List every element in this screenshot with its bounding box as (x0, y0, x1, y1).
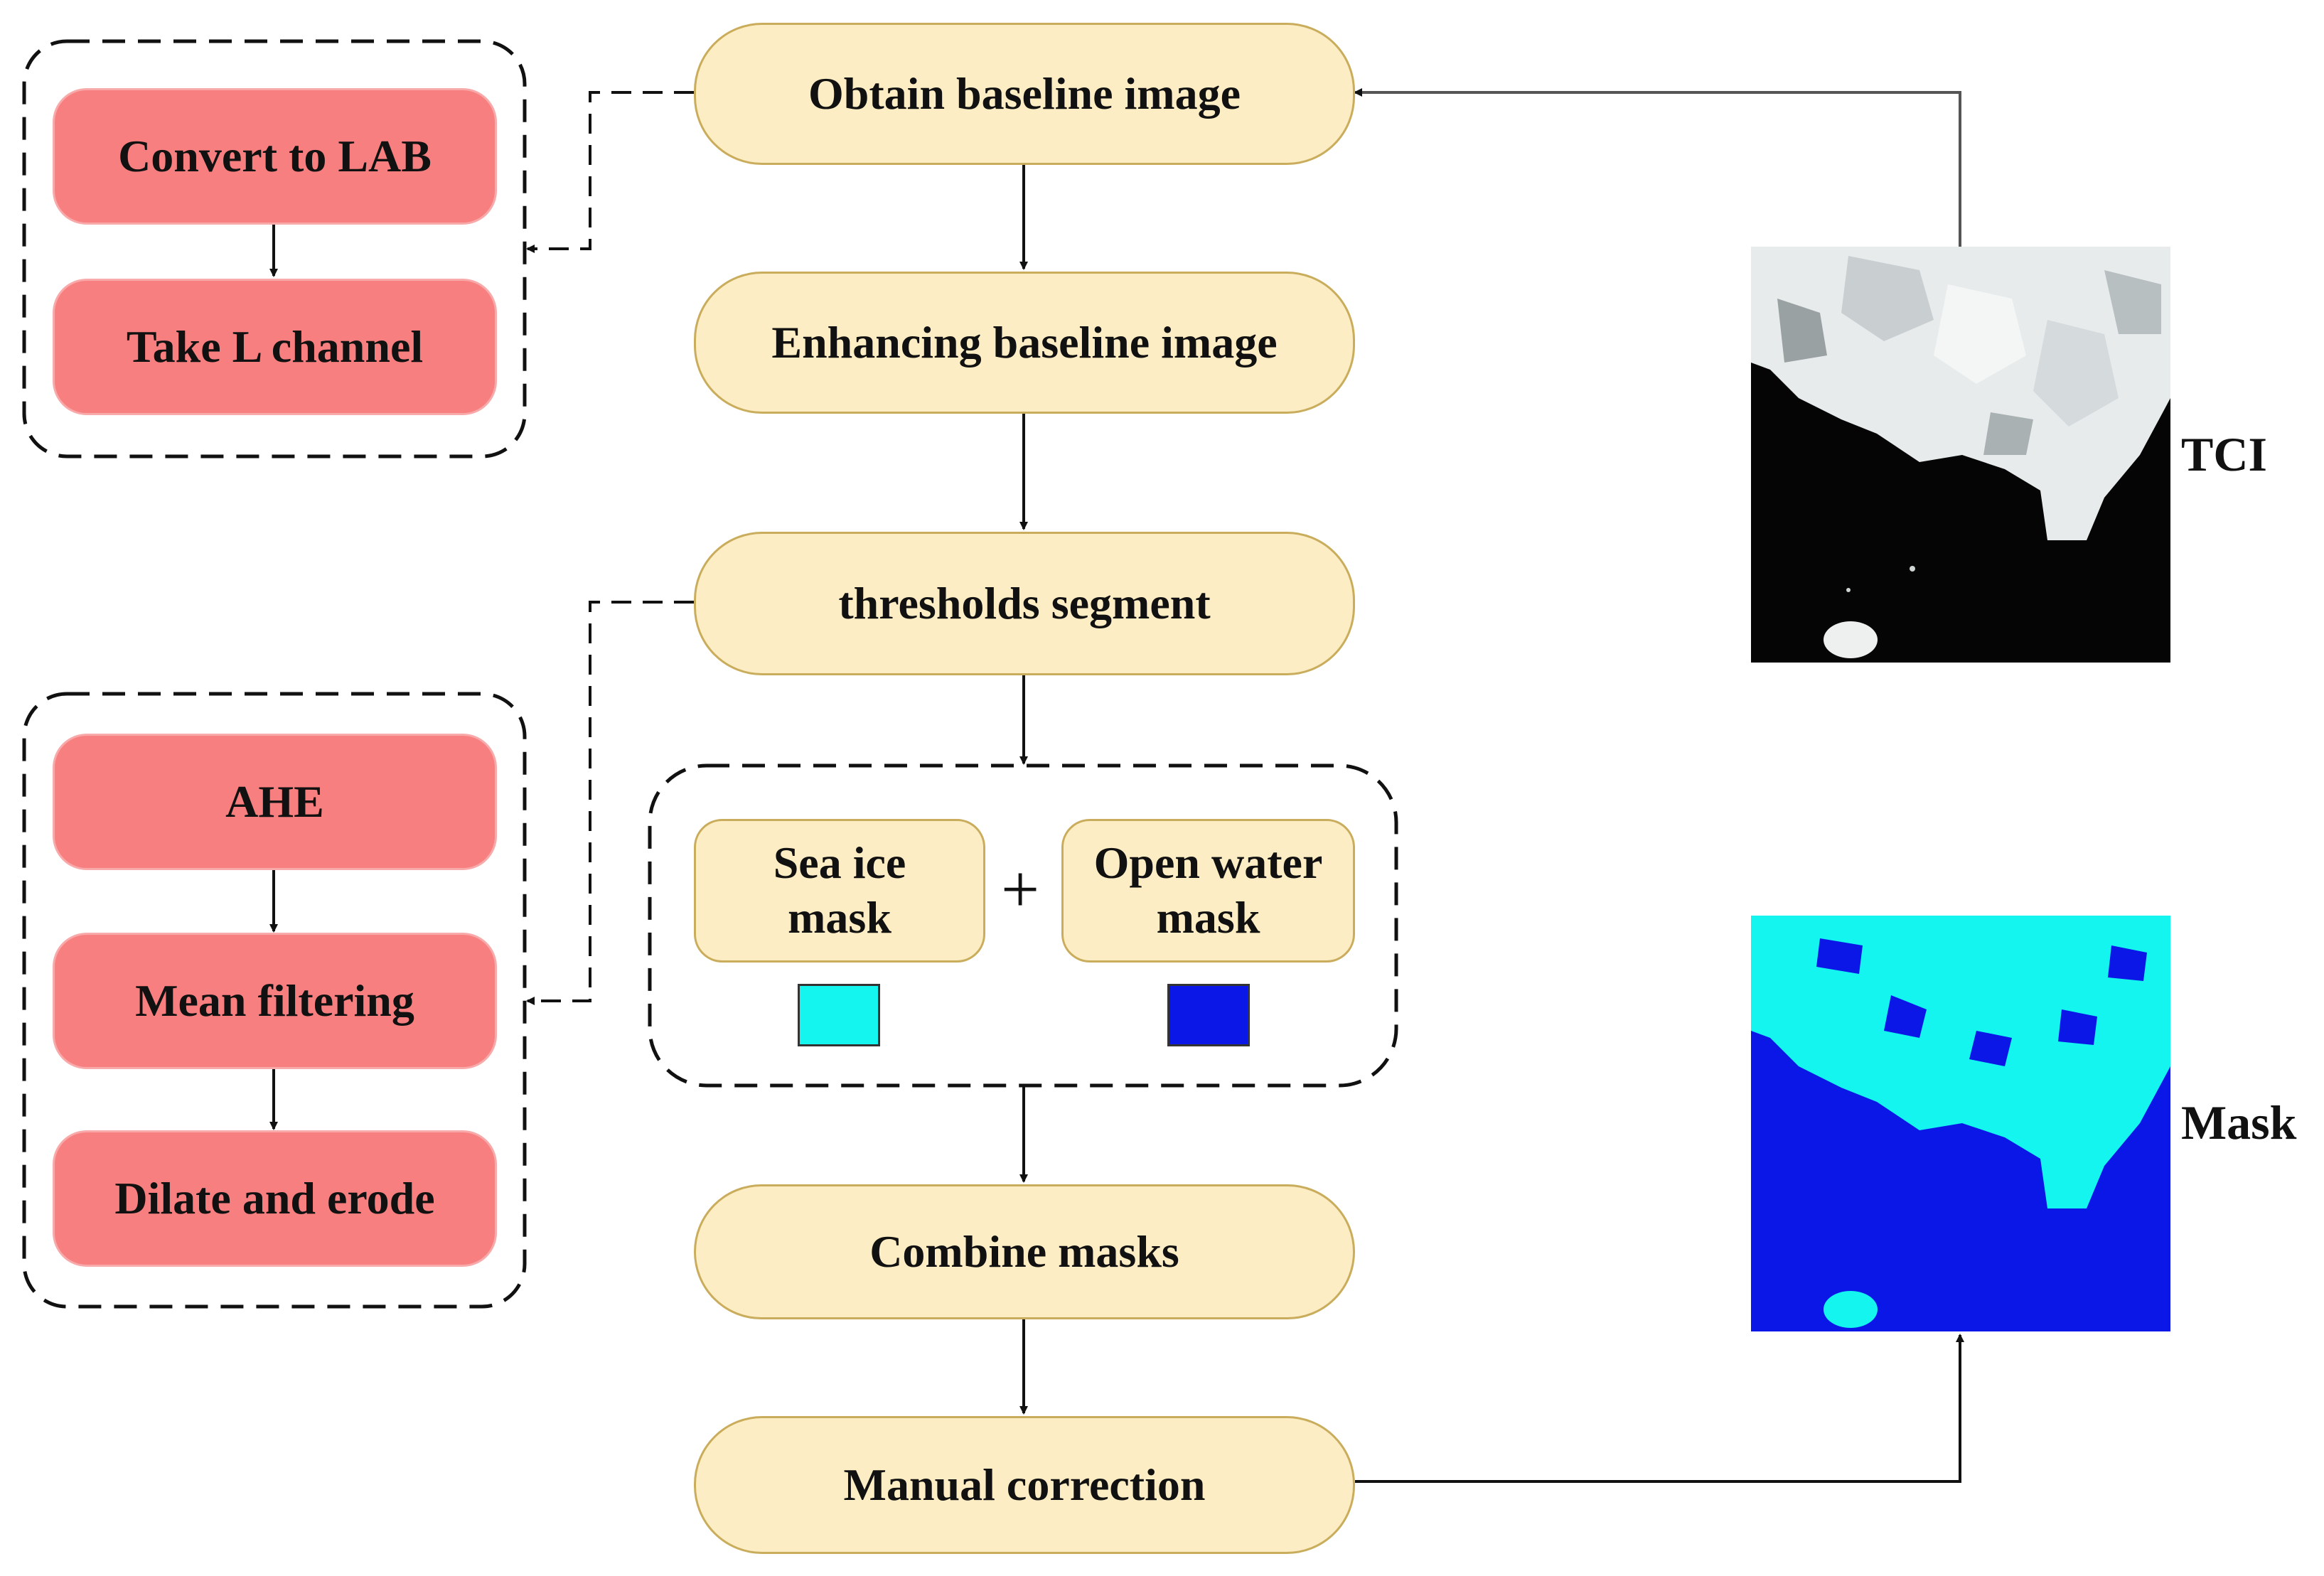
tci-label: TCI (2181, 427, 2267, 481)
take-l-channel-box: Take L channel (53, 279, 497, 415)
ahe-box: AHE (53, 734, 497, 870)
step-enhance-baseline: Enhancing baseline image (694, 272, 1355, 414)
step-manual-correction: Manual correction (694, 1416, 1355, 1554)
open-water-mask-box: Open water mask (1061, 819, 1355, 963)
step-combine-masks: Combine masks (694, 1184, 1355, 1319)
mask-label: Mask (2181, 1095, 2297, 1149)
dilate-erode-box: Dilate and erode (53, 1130, 497, 1267)
connector-threshold-group (526, 601, 694, 1005)
group-bottom-outline (22, 692, 527, 1309)
arrow-manual-mask (1355, 1334, 1964, 1483)
group-top-outline (22, 39, 527, 459)
mask-image (1751, 916, 2170, 1331)
connector-obtain-group (526, 91, 694, 253)
convert-to-lab-box: Convert to LAB (53, 88, 497, 225)
plus-sign: + (1001, 851, 1040, 927)
sea-ice-mask-box: Sea ice mask (694, 819, 985, 963)
arrow-tci-obtain (1354, 88, 1961, 247)
open-water-swatch (1167, 984, 1250, 1046)
mean-filtering-box: Mean filtering (53, 933, 497, 1069)
step-obtain-baseline: Obtain baseline image (694, 23, 1355, 165)
step-threshold-segment: thresholds segment (694, 532, 1355, 675)
sea-ice-swatch (798, 984, 880, 1046)
tci-image (1751, 247, 2170, 663)
